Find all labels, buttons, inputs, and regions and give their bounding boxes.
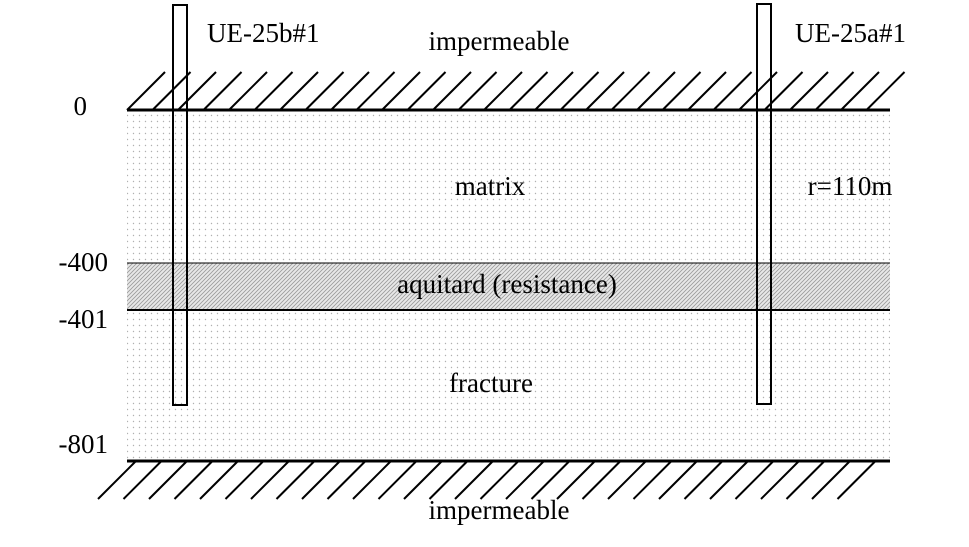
hatch-stroke (581, 460, 622, 500)
hatch-stroke (381, 71, 421, 111)
hatch-stroke (530, 460, 571, 500)
hatch-stroke (811, 460, 851, 500)
bottom-impermeable-hatching (97, 460, 877, 500)
hatch-stroke (250, 460, 290, 500)
distance-label: r=110m (808, 171, 893, 201)
hatch-stroke (224, 460, 265, 500)
hatch-stroke (483, 71, 523, 111)
hatch-stroke (432, 71, 472, 111)
hatch-stroke (428, 460, 469, 500)
matrix-label: matrix (455, 171, 526, 201)
depth-label-400: -400 (59, 247, 109, 277)
hatch-stroke (505, 460, 545, 500)
bottom-boundary-label: impermeable (429, 495, 570, 525)
hatch-stroke (122, 460, 163, 500)
matrix-layer (127, 110, 890, 263)
hatch-stroke (687, 71, 727, 111)
hatch-stroke (865, 71, 906, 111)
hatch-stroke (607, 460, 647, 500)
hatch-stroke (202, 71, 243, 111)
hatch-stroke (406, 71, 447, 111)
hatch-stroke (658, 460, 698, 500)
hatch-stroke (253, 71, 294, 111)
fracture-label: fracture (449, 368, 533, 398)
hatch-stroke (789, 71, 829, 111)
hatch-stroke (301, 460, 341, 500)
hatch-stroke (683, 460, 724, 500)
hatch-stroke (355, 71, 396, 111)
hatch-stroke (712, 71, 753, 111)
hatch-stroke (275, 460, 316, 500)
hatch-stroke (814, 71, 855, 111)
depth-label-801: -801 (59, 429, 109, 459)
hatch-stroke (559, 71, 600, 111)
hatch-stroke (661, 71, 702, 111)
well-label-right: UE-25a#1 (795, 18, 906, 48)
hatch-stroke (173, 460, 214, 500)
hatch-stroke (836, 460, 877, 500)
hatch-stroke (279, 71, 319, 111)
aquitard-layer (127, 263, 890, 310)
hatch-stroke (377, 460, 418, 500)
depth-label-0: 0 (74, 91, 88, 121)
hatch-stroke (228, 71, 268, 111)
hatch-stroke (760, 460, 800, 500)
hatch-stroke (352, 460, 392, 500)
hatch-stroke (126, 71, 166, 111)
hatch-stroke (840, 71, 880, 111)
hatch-stroke (632, 460, 673, 500)
well-ue-25b1 (172, 4, 188, 406)
hatch-stroke (151, 71, 192, 111)
hatch-stroke (199, 460, 239, 500)
hatch-stroke (326, 460, 367, 500)
hatch-stroke (508, 71, 549, 111)
hatch-stroke (304, 71, 345, 111)
hatch-stroke (97, 460, 137, 500)
hatch-stroke (454, 460, 494, 500)
depth-label-401: -401 (59, 304, 109, 334)
hatch-stroke (785, 460, 826, 500)
hatch-stroke (636, 71, 676, 111)
hatch-stroke (709, 460, 749, 500)
hatch-stroke (330, 71, 370, 111)
top-boundary-label: impermeable (429, 26, 570, 56)
aquitard-label: aquitard (resistance) (397, 269, 617, 299)
well-ue-25a1 (756, 3, 772, 405)
hatch-stroke (556, 460, 596, 500)
hatch-stroke (734, 460, 775, 500)
hatch-stroke (148, 460, 188, 500)
hatch-stroke (177, 71, 217, 111)
hatch-stroke (403, 460, 443, 500)
hatch-stroke (479, 460, 520, 500)
fracture-layer (127, 310, 890, 461)
hatch-stroke (457, 71, 498, 111)
hatch-stroke (585, 71, 625, 111)
hatch-stroke (534, 71, 574, 111)
top-impermeable-hatching (126, 71, 906, 111)
hatch-stroke (610, 71, 651, 111)
well-label-left: UE-25b#1 (207, 18, 319, 48)
